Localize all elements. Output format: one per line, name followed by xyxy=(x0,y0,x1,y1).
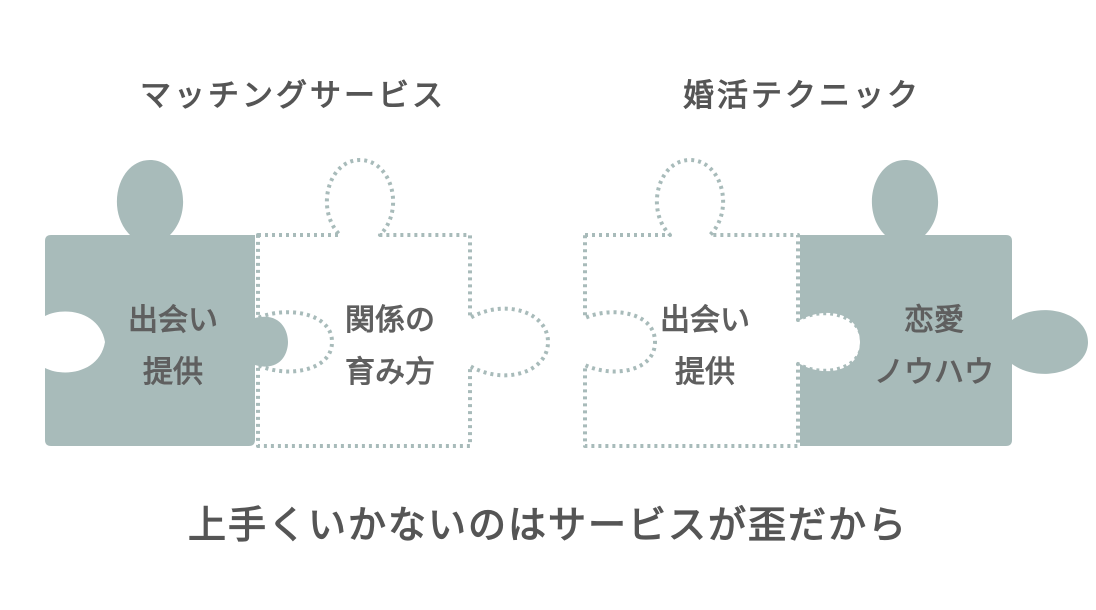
piece-label-line: 出会い xyxy=(128,303,218,338)
piece-label-line: 育み方 xyxy=(345,355,435,390)
right-outline-piece-label: 出会い 提供 xyxy=(660,295,750,399)
konkatsu-technique-heading: 婚活テクニック xyxy=(683,78,921,114)
left-filled-piece-label: 出会い 提供 xyxy=(128,295,218,399)
right-filled-puzzle-piece xyxy=(800,160,1088,446)
piece-label-line: 恋愛 xyxy=(904,303,964,338)
right-filled-piece-label: 恋愛 ノウハウ xyxy=(874,295,994,399)
left-outline-piece-label: 関係の 育み方 xyxy=(345,295,435,399)
piece-label-line: 関係の xyxy=(345,303,435,338)
matching-service-heading: マッチングサービス xyxy=(140,78,446,114)
left-filled-puzzle-piece xyxy=(45,160,288,446)
right-outline-puzzle-piece xyxy=(583,158,864,448)
piece-label-line: 出会い xyxy=(660,303,750,338)
left-outline-puzzle-piece xyxy=(256,158,550,448)
piece-label-line: 提供 xyxy=(143,355,203,390)
piece-label-line: ノウハウ xyxy=(874,355,994,390)
conclusion-text: 上手くいかないのはサービスが歪だから xyxy=(187,503,908,547)
piece-label-line: 提供 xyxy=(675,355,735,390)
